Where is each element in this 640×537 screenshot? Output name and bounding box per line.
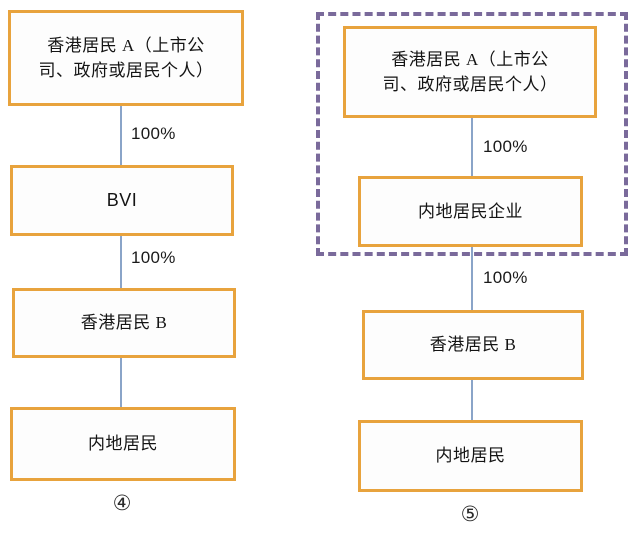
edge-label-ownership-100-percent: 100% xyxy=(131,248,176,267)
node-mainland-resident-enterprise: 内地居民企业 xyxy=(358,176,583,247)
connector-mainland-enterprise-to-hk-b xyxy=(471,247,473,310)
connector-hk-a-to-bvi xyxy=(120,106,122,165)
node-hk-resident-a-right: 香港居民 A（上市公 司、政府或居民个人） xyxy=(343,26,597,118)
node-label: BVI xyxy=(106,190,138,210)
node-label: 内地居民企业 xyxy=(418,201,523,221)
node-label: 香港居民 B xyxy=(429,335,517,355)
connector-hk-a-to-mainland-enterprise xyxy=(471,118,473,176)
connector-hk-b-to-mainland-resident xyxy=(120,358,122,407)
figure-caption-left: ④ xyxy=(112,491,132,515)
node-bvi-left: BVI xyxy=(10,165,234,236)
node-mainland-resident-left: 内地居民 xyxy=(10,407,236,481)
edge-label-ownership-100-percent: 100% xyxy=(483,137,528,156)
node-hk-resident-b-right: 香港居民 B xyxy=(362,310,584,380)
node-hk-resident-a-left: 香港居民 A（上市公 司、政府或居民个人） xyxy=(8,10,244,106)
node-mainland-resident-right: 内地居民 xyxy=(358,420,583,492)
connector-bvi-to-hk-b xyxy=(120,236,122,288)
node-label: 内地居民 xyxy=(435,446,506,466)
node-label: 内地居民 xyxy=(88,434,158,454)
edge-label-ownership-100-percent: 100% xyxy=(483,268,528,287)
figure-caption-right: ⑤ xyxy=(460,502,480,526)
connector-hk-b-to-mainland-resident xyxy=(471,380,473,420)
node-hk-resident-b-left: 香港居民 B xyxy=(12,288,236,358)
edge-label-ownership-100-percent: 100% xyxy=(131,124,176,143)
node-label: 香港居民 A（上市公 司、政府或居民个人） xyxy=(382,49,558,95)
node-label: 香港居民 B xyxy=(80,313,168,333)
node-label: 香港居民 A（上市公 司、政府或居民个人） xyxy=(38,35,214,81)
